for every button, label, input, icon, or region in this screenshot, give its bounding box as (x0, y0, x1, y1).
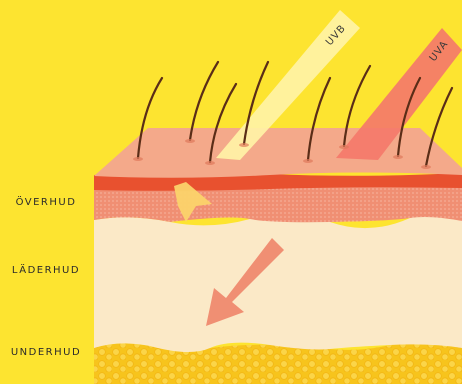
epidermis-label: ÖVERHUD (0, 197, 92, 208)
skin-surface (94, 128, 462, 178)
epidermis-dots (94, 186, 462, 222)
subcutis-fat-cells (94, 342, 462, 384)
subcutis-label: UNDERHUD (0, 347, 92, 358)
dermis-label: LÄDERHUD (0, 265, 92, 276)
dermis-layer (94, 210, 462, 352)
